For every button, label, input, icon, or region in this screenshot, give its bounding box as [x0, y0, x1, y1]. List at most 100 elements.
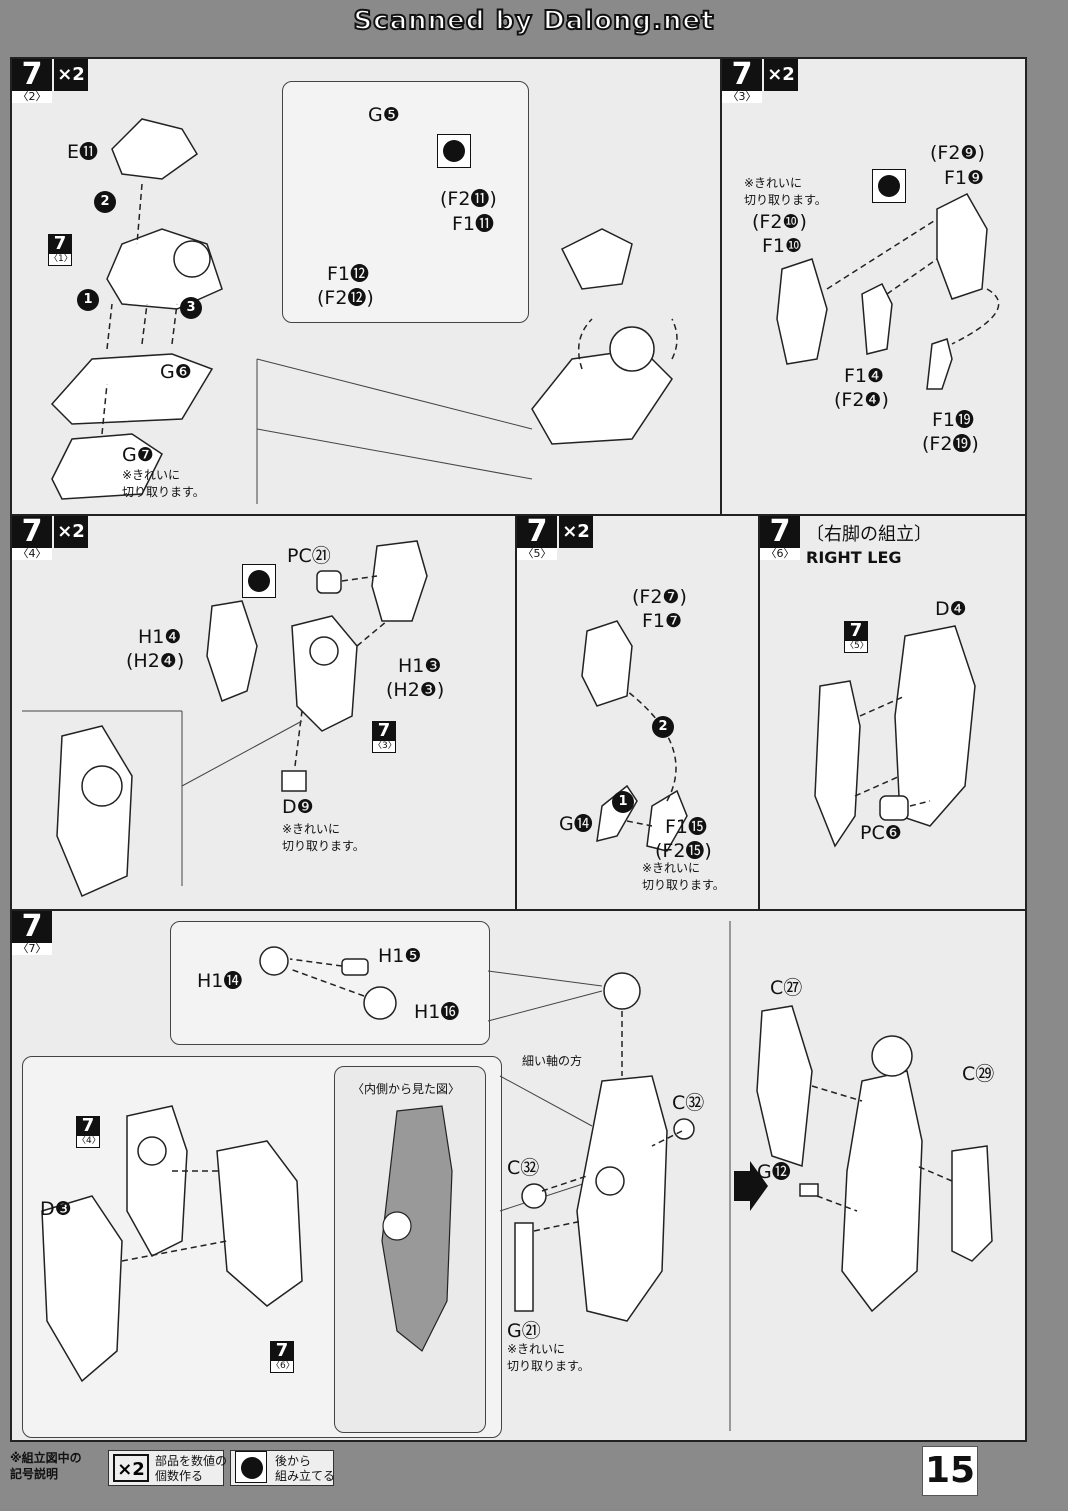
part-label-h1-16: H1⓰	[414, 1001, 460, 1023]
step-badge: 7〈4〉 ×2	[12, 516, 88, 560]
part-label-f2-12: (F2⓬)	[317, 287, 374, 309]
assemble-later-icon	[235, 1451, 267, 1483]
step-circle-1: 1	[77, 289, 99, 311]
part-label-f1-10: F1❿	[762, 235, 803, 257]
step-number: 7〈7〉	[12, 911, 52, 955]
part-label-d4: D❹	[935, 598, 967, 620]
part-label-g21: G㉑	[507, 1320, 541, 1342]
part-label-f2-9: (F2❾)	[930, 142, 985, 164]
cut-cleanly-note: ※きれいに 切り取ります。	[282, 822, 365, 853]
symbol-legend: ※組立図中の 記号説明 ×2 部品を数値の 個数作る 後から 組み立てる	[10, 1448, 340, 1490]
ref-step-7-6: 7〈6〉	[270, 1340, 295, 1373]
part-label-c27: C㉗	[770, 977, 803, 999]
inner-view-label: 〈内側から見た図〉	[352, 1082, 461, 1096]
part-label-h2-3: (H2❸)	[386, 679, 445, 701]
part-label-g12: G⓬	[757, 1161, 791, 1183]
x2-description: 部品を数値の 個数作る	[155, 1454, 228, 1483]
instruction-sheet: 7〈2〉 ×2	[10, 57, 1027, 1442]
multiplier-badge: ×2	[559, 516, 593, 548]
diagram-7-2	[50, 103, 678, 504]
cut-cleanly-note: ※きれいに 切り取ります。	[507, 1342, 590, 1373]
part-label-f1-15: F1⓯	[665, 816, 708, 838]
cut-cleanly-note: ※きれいに 切り取ります。	[642, 861, 725, 892]
part-label-h1-5: H1❺	[378, 945, 422, 967]
step-circle-2: 2	[652, 716, 674, 738]
part-label-c29: C㉙	[962, 1063, 995, 1085]
part-label-f2-15: (F2⓯)	[655, 840, 712, 862]
panel-step-7-4: 7〈4〉 ×2	[12, 516, 517, 911]
part-label-c32-top: C㉜	[672, 1092, 705, 1114]
step-number: 7〈2〉	[12, 59, 52, 103]
watermark-text: Scanned by Dalong.net	[352, 5, 715, 37]
step-badge: 7〈3〉 ×2	[722, 59, 798, 103]
part-label-f2-11: (F2⓫)	[440, 188, 497, 210]
step-number: 7〈5〉	[517, 516, 557, 560]
part-label-d9: D❾	[282, 796, 314, 818]
step-number: 7〈6〉	[760, 516, 800, 560]
thin-shaft-note: 細い軸の方	[522, 1054, 583, 1068]
step-number: 7〈3〉	[722, 59, 762, 103]
step-number: 7〈4〉	[12, 516, 52, 560]
legend-x2: ×2 部品を数値の 個数作る	[108, 1450, 228, 1486]
part-label-c32-side: C㉜	[507, 1157, 540, 1179]
part-label-f1-19: F1⓳	[932, 409, 975, 431]
part-label-pc21: PC㉑	[287, 545, 331, 567]
ref-step-7-1: 7〈1〉	[48, 233, 73, 266]
x2-symbol: ×2	[113, 1454, 149, 1482]
panel-step-7-6: 7〈6〉 〔右脚の組立〕 RIGHT LEG D❹ 7〈5〉 PC❻	[760, 516, 1027, 911]
step-badge: 7〈6〉	[760, 516, 800, 560]
legend-title: ※組立図中の 記号説明	[10, 1451, 82, 1481]
panel-step-7-7: 7〈7〉	[12, 911, 1027, 1442]
multiplier-badge: ×2	[54, 59, 88, 91]
part-label-g6: G❻	[160, 361, 192, 383]
diagram-7-6	[814, 625, 976, 848]
section-subtitle: RIGHT LEG	[806, 548, 902, 567]
assemble-later-icon	[872, 169, 906, 203]
ref-step-7-3: 7〈3〉	[372, 720, 397, 753]
panel-step-7-2: 7〈2〉 ×2	[12, 59, 722, 516]
step-badge: 7〈7〉	[12, 911, 52, 955]
part-label-f2-4: (F2❹)	[834, 389, 889, 411]
part-label-f1-9: F1❾	[944, 167, 985, 189]
part-label-d3: D❸	[40, 1198, 72, 1220]
inset-sub-assembly	[282, 81, 529, 323]
part-label-g14: G⓮	[559, 813, 593, 835]
step-badge: 7〈5〉 ×2	[517, 516, 593, 560]
cut-cleanly-note: ※きれいに 切り取ります。	[744, 176, 827, 207]
part-label-e11: E⓫	[67, 141, 99, 163]
part-label-f1-11: F1⓫	[452, 213, 495, 235]
scan-header: Scanned by Dalong.net	[0, 0, 1068, 50]
ref-step-7-4: 7〈4〉	[76, 1115, 101, 1148]
part-label-f2-19: (F2⓳)	[922, 433, 979, 455]
legend-assemble-later: 後から 組み立てる	[230, 1450, 336, 1486]
page-number: 15	[922, 1446, 978, 1496]
part-label-f1-7: F1❼	[642, 610, 683, 632]
panel-step-7-3: 7〈3〉 ×2 (F2❾) F1❾ ※きれいに 切り取ります。 (F2❿) F1…	[722, 59, 1027, 516]
assemble-later-icon	[242, 564, 276, 598]
inset-hip-joint	[170, 921, 490, 1045]
part-label-g5: G❺	[368, 104, 400, 126]
diagram-7-4	[22, 540, 428, 897]
part-label-f1-4: F1❹	[844, 365, 885, 387]
part-label-f2-7: (F2❼)	[632, 586, 687, 608]
part-label-h1-14: H1⓮	[197, 970, 243, 992]
part-label-h1-3: H1❸	[398, 655, 442, 677]
step-badge: 7〈2〉 ×2	[12, 59, 88, 103]
part-label-f2-10: (F2❿)	[752, 211, 807, 233]
panel-step-7-5: 7〈5〉 ×2 (F2❼) F1❼ 2 1 G⓮ F1⓯ (F2⓯) ※きれいに…	[517, 516, 760, 911]
diagram-7-7	[41, 921, 993, 1431]
part-label-f1-12: F1⓬	[327, 263, 370, 285]
multiplier-badge: ×2	[54, 516, 88, 548]
assemble-later-description: 後から 組み立てる	[275, 1454, 336, 1483]
diagram-7-3	[776, 193, 1000, 390]
step-circle-3: 3	[180, 297, 202, 319]
step-circle-2: 2	[94, 191, 116, 213]
section-title: 〔右脚の組立〕	[806, 524, 932, 545]
assemble-later-icon	[437, 134, 471, 168]
part-label-h1-4: H1❹	[138, 626, 182, 648]
part-label-g7: G❼	[122, 444, 154, 466]
step-circle-1: 1	[612, 791, 634, 813]
part-label-pc6: PC❻	[860, 822, 902, 844]
cut-cleanly-note: ※きれいに 切り取ります。	[122, 468, 205, 499]
ref-step-7-5: 7〈5〉	[844, 620, 869, 653]
